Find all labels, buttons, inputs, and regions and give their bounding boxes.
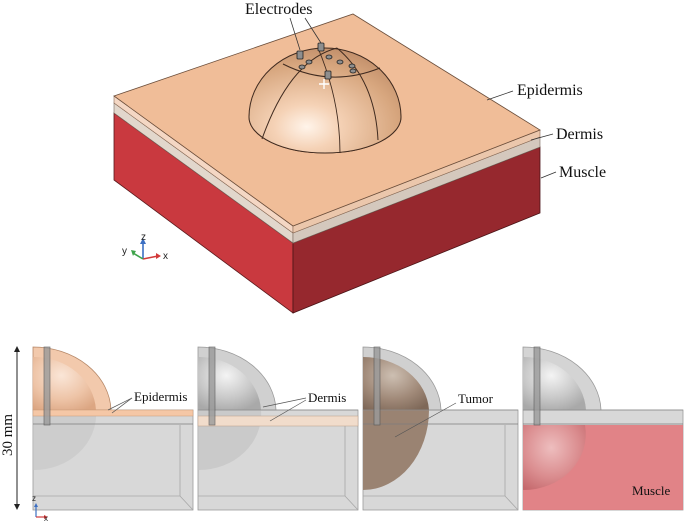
panel-label-epidermis: Epidermis — [134, 389, 187, 404]
section-panel-epidermis: Epidermis — [32, 346, 194, 511]
section-panel-dermis: Dermis — [197, 346, 359, 511]
axis-label-z-bottom: z — [32, 494, 36, 503]
axis-triad-bottom: z x — [32, 494, 48, 522]
electrode-pins — [296, 42, 357, 80]
axis-triad-top: z x y — [122, 232, 168, 262]
label-dermis: Dermis — [556, 126, 603, 143]
scale-bar: 30 mm — [0, 346, 20, 510]
panel-label-muscle: Muscle — [632, 483, 671, 498]
panel-label-tumor: Tumor — [458, 391, 494, 406]
tumor-dome — [248, 42, 402, 154]
axis-label-x: x — [163, 251, 168, 262]
scale-label: 30 mm — [0, 414, 16, 456]
panel-label-dermis: Dermis — [308, 390, 346, 405]
label-muscle: Muscle — [559, 164, 606, 181]
label-electrodes: Electrodes — [245, 1, 313, 18]
axis-label-z: z — [141, 232, 146, 243]
label-epidermis: Epidermis — [517, 82, 583, 99]
section-panel-muscle: Muscle — [522, 346, 684, 511]
top-annotations: Electrodes Epidermis Dermis Muscle — [245, 1, 606, 181]
axis-label-y: y — [122, 246, 127, 257]
axis-label-x-bottom: x — [44, 514, 48, 522]
section-panel-tumor: Tumor — [362, 346, 519, 511]
